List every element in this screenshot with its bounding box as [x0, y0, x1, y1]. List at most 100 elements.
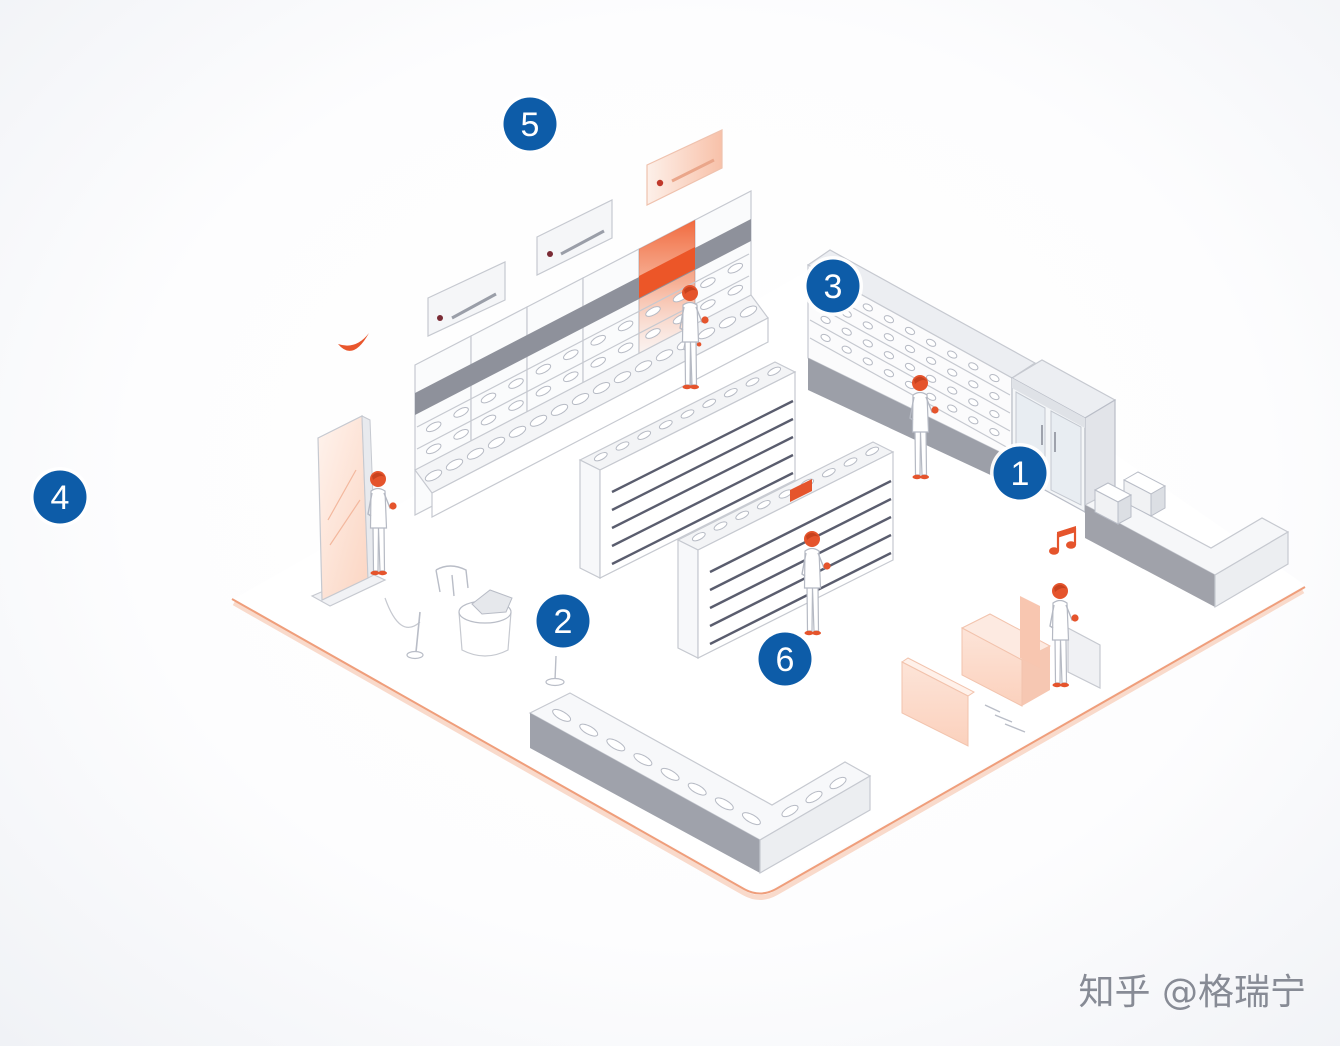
product-item: [645, 328, 661, 339]
side-cabinet: [1067, 627, 1101, 689]
product-item: [883, 315, 895, 324]
floor-fixtures: [384, 565, 565, 687]
product-item: [480, 414, 497, 426]
product-item: [829, 776, 847, 790]
sign-graphic: [451, 292, 497, 320]
table-display-item: [471, 589, 513, 615]
music-note-icon: [1049, 526, 1077, 555]
product-item: [563, 349, 579, 361]
product-item: [947, 404, 958, 413]
floor-cable: [384, 597, 421, 628]
product-item: [634, 360, 653, 373]
product-item: [723, 388, 738, 398]
product-item: [590, 334, 606, 346]
product-item: [735, 510, 750, 520]
product-item: [700, 277, 716, 288]
orange-ceiling-fixture: [338, 333, 369, 351]
register-side: [1150, 485, 1166, 517]
marker-3: 3: [803, 256, 863, 316]
product-item: [968, 416, 979, 425]
counter-products: [552, 708, 847, 826]
product-item: [713, 521, 728, 531]
gondola-shelf: [676, 441, 895, 659]
shelf-base-front: [431, 317, 769, 518]
product-item: [645, 306, 661, 317]
gondola-shelf-edge: [709, 497, 892, 592]
product-item: [633, 753, 653, 767]
product-item: [487, 436, 506, 449]
product-item: [904, 362, 916, 372]
product-item: [968, 362, 979, 371]
gondola-shelf-edge: [611, 435, 794, 530]
product-item: [739, 305, 758, 318]
product-item: [453, 429, 469, 440]
product-item: [480, 392, 497, 404]
product-item: [687, 782, 707, 796]
marker-5: 5: [500, 94, 560, 154]
marker-label: 3: [824, 268, 843, 306]
promo-price-tag: [790, 479, 812, 502]
product-item: [843, 457, 858, 467]
marker-label: 6: [776, 641, 795, 679]
kiosk-screen: [317, 415, 369, 601]
note-head: [1066, 541, 1076, 549]
product-item: [535, 385, 552, 397]
product-item: [781, 804, 799, 818]
hanging-signs: [427, 129, 723, 337]
gondola-products: [691, 446, 880, 542]
product-item: [947, 386, 958, 395]
glass-door-right: [1050, 410, 1082, 506]
product-item: [702, 398, 717, 408]
gate-lines: [984, 704, 1026, 733]
sign-dot: [547, 251, 553, 257]
lamp-base: [406, 650, 424, 660]
sign-graphic: [560, 229, 605, 256]
barrier-tall-panel: [1020, 596, 1040, 668]
gondola-end: [579, 459, 601, 579]
product-item: [904, 326, 916, 336]
cash-register: [1093, 482, 1133, 525]
product-item: [508, 400, 524, 411]
gondola-shelf: [578, 361, 797, 579]
product-item: [947, 368, 958, 377]
product-item: [637, 430, 652, 440]
product-item: [968, 398, 979, 407]
fridge-shelf-line: [809, 301, 1011, 414]
product-item: [535, 363, 552, 375]
product-item: [660, 767, 680, 781]
round-table-body: [458, 611, 512, 657]
product-item: [862, 339, 873, 348]
product-item: [805, 790, 823, 804]
lamp-stand: [415, 611, 421, 653]
product-item: [579, 723, 599, 737]
gondola-shelf-edge: [611, 399, 794, 494]
counter-front: [530, 713, 760, 873]
open-fridge-shelving: [806, 249, 1037, 485]
product-item: [756, 500, 771, 510]
product-item: [865, 446, 880, 456]
product-item: [925, 374, 937, 383]
product-item: [727, 284, 744, 296]
gondola-shelf-edge: [709, 479, 892, 574]
marker-disc: [993, 446, 1047, 500]
fridge-base: [808, 358, 1012, 485]
product-item: [680, 409, 695, 419]
product-item: [593, 452, 608, 462]
counter-front: [1085, 505, 1215, 607]
product-item: [904, 344, 916, 354]
product-item: [615, 441, 630, 451]
sign-dot: [437, 315, 443, 321]
product-item: [925, 356, 937, 365]
checkout-counter: [1083, 471, 1290, 609]
product-item: [550, 403, 569, 416]
product-item: [820, 333, 831, 342]
marker-label: 5: [521, 106, 540, 144]
gondola-shelf-edge: [611, 471, 794, 566]
product-item: [571, 392, 590, 406]
sign-graphic: [671, 158, 715, 183]
marker-label: 1: [1011, 455, 1030, 493]
product-item: [862, 303, 873, 312]
small-stand-base: [545, 677, 565, 687]
product-item: [841, 345, 852, 354]
